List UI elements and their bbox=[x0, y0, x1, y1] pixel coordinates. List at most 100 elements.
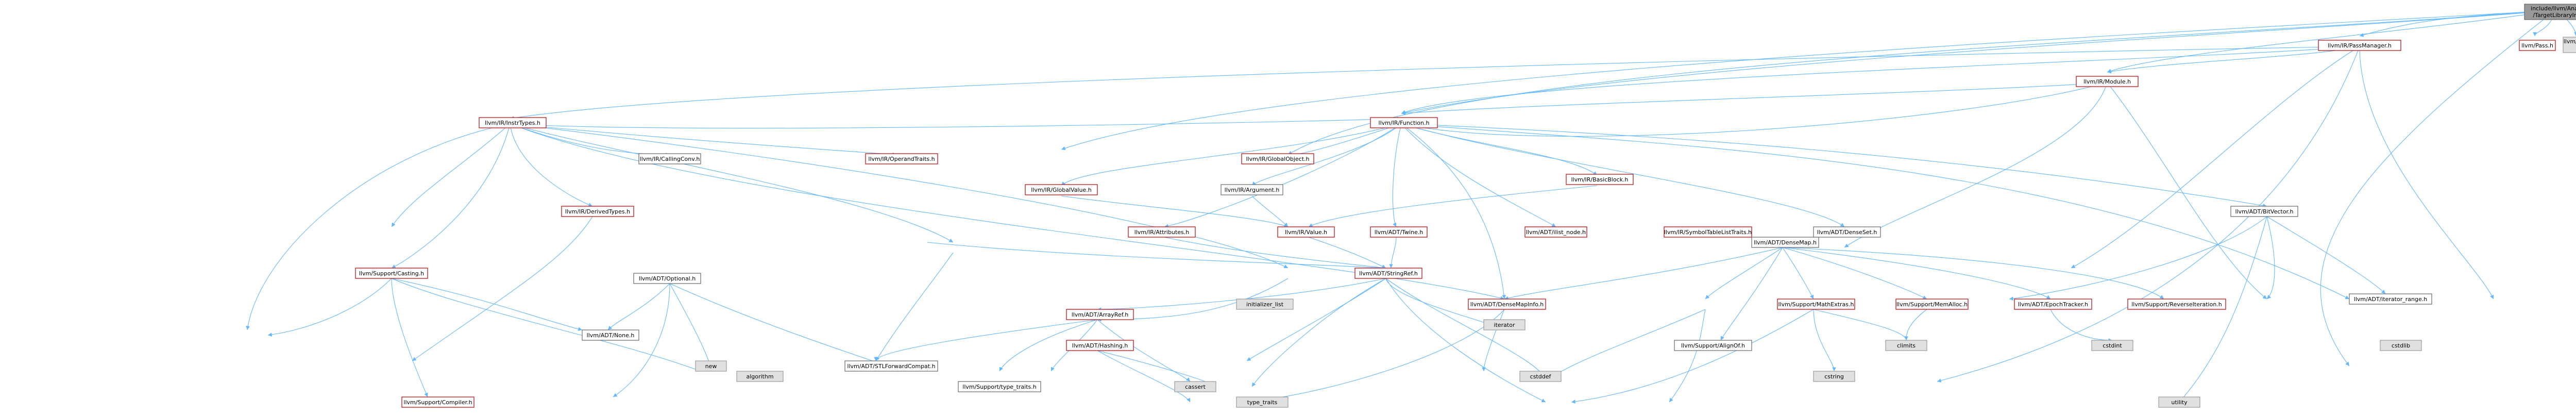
node-denseset[interactable]: llvm/ADT/DenseSet.h bbox=[1813, 226, 1881, 238]
edge bbox=[2071, 46, 2360, 269]
node-function[interactable]: llvm/IR/Function.h bbox=[1370, 117, 1438, 128]
node-alignof[interactable]: llvm/Support/AlignOf.h bbox=[1674, 340, 1752, 351]
node-globalobject[interactable]: llvm/IR/GlobalObject.h bbox=[1241, 153, 1314, 164]
edge bbox=[1251, 123, 1402, 186]
edge bbox=[1669, 309, 1706, 403]
edge bbox=[2266, 216, 2275, 300]
node-root[interactable]: include/llvm/Analysis/TargetLibraryInfo.… bbox=[2524, 4, 2576, 20]
node-label: climits bbox=[1897, 342, 1916, 349]
node-iterrange[interactable]: llvm/ADT/iterator_range.h bbox=[2349, 293, 2432, 305]
node-box bbox=[1066, 340, 1134, 351]
node-twine[interactable]: llvm/ADT/Twine.h bbox=[1370, 226, 1428, 238]
node-reverseiter[interactable]: llvm/Support/ReverseIteration.h bbox=[2127, 299, 2226, 310]
node-none[interactable]: llvm/ADT/None.h bbox=[582, 329, 639, 341]
node-box bbox=[2380, 340, 2422, 351]
node-iterator[interactable]: iterator bbox=[1483, 319, 1526, 330]
edge bbox=[2320, 10, 2556, 367]
node-insttypes[interactable]: llvm/IR/InstrTypes.h bbox=[479, 117, 547, 128]
edge bbox=[391, 278, 428, 398]
edge bbox=[1392, 123, 1402, 227]
edge bbox=[1061, 123, 1402, 186]
node-box bbox=[1813, 371, 1855, 382]
node-box bbox=[1174, 381, 1216, 392]
node-label: llvm/IR/CallingConv.h bbox=[640, 156, 700, 162]
node-module[interactable]: llvm/IR/Module.h bbox=[2076, 76, 2139, 87]
node-cstdlib[interactable]: cstdlib bbox=[2380, 340, 2422, 351]
nodes: include/llvm/Analysis/TargetLibraryInfo.… bbox=[355, 4, 2576, 408]
node-symtab[interactable]: llvm/IR/SymbolTableListTraits.h bbox=[1664, 226, 1752, 238]
edge bbox=[2107, 82, 2267, 300]
node-memalloc[interactable]: llvm/Support/MemAlloc.h bbox=[1895, 299, 1969, 310]
node-tlidef[interactable]: llvm/Analysis/TargetLibraryInfo.def bbox=[2563, 37, 2576, 53]
edge bbox=[607, 283, 670, 330]
node-cstring[interactable]: cstring bbox=[1813, 371, 1855, 382]
node-bitvector[interactable]: llvm/ADT/BitVector.h bbox=[2230, 206, 2298, 217]
node-label: llvm/IR/SymbolTableListTraits.h bbox=[1664, 229, 1752, 236]
node-cassert[interactable]: cassert bbox=[1174, 381, 1216, 392]
node-box bbox=[2230, 206, 2298, 217]
node-stringref[interactable]: llvm/ADT/StringRef.h bbox=[1354, 268, 1422, 279]
node-compiler[interactable]: llvm/Support/Compiler.h bbox=[401, 396, 474, 408]
edge bbox=[1782, 247, 1927, 300]
node-densemap[interactable]: llvm/ADT/DenseMap.h bbox=[1751, 237, 1819, 248]
node-box bbox=[1370, 117, 1438, 128]
node-box bbox=[1895, 299, 1969, 310]
node-typetraits[interactable]: llvm/Support/type_traits.h bbox=[958, 381, 1041, 392]
edge bbox=[1813, 309, 1836, 372]
node-climits[interactable]: climits bbox=[1885, 340, 1927, 351]
node-label: llvm/IR/DerivedTypes.h bbox=[565, 208, 630, 215]
node-algorithm[interactable]: algorithm bbox=[736, 371, 784, 382]
node-initlist[interactable]: initializer_list bbox=[1236, 299, 1294, 310]
node-label: cstring bbox=[1824, 373, 1844, 380]
node-utility[interactable]: utility bbox=[2158, 396, 2200, 408]
node-label: llvm/IR/GlobalValue.h bbox=[1031, 187, 1091, 193]
node-box bbox=[865, 153, 938, 164]
node-passmanager[interactable]: llvm/IR/PassManager.h bbox=[2318, 40, 2401, 51]
node-label: llvm/ADT/Optional.h bbox=[639, 275, 696, 282]
edge bbox=[510, 123, 670, 157]
node-box bbox=[1813, 226, 1881, 238]
node-epochtracker[interactable]: llvm/ADT/EpochTracker.h bbox=[2014, 299, 2092, 310]
node-cstddef[interactable]: cstddef bbox=[1519, 371, 1562, 382]
node-box bbox=[2076, 76, 2139, 87]
node-basicblock[interactable]: llvm/IR/BasicBlock.h bbox=[1566, 174, 1634, 185]
node-box bbox=[2158, 396, 2200, 408]
node-box bbox=[1483, 319, 1526, 330]
node-cstdint[interactable]: cstdint bbox=[2091, 340, 2133, 351]
node-box bbox=[958, 381, 1041, 392]
node-box bbox=[2563, 37, 2576, 53]
node-hashing[interactable]: llvm/ADT/Hashing.h bbox=[1066, 340, 1134, 351]
node-label: new bbox=[705, 363, 717, 370]
node-callingconv[interactable]: llvm/IR/CallingConv.h bbox=[638, 153, 701, 164]
node-optional[interactable]: llvm/ADT/Optional.h bbox=[633, 273, 701, 284]
node-stlforward[interactable]: llvm/ADT/STLForwardCompat.h bbox=[844, 360, 938, 372]
node-attributes[interactable]: llvm/IR/Attributes.h bbox=[1128, 226, 1196, 238]
node-casting[interactable]: llvm/Support/Casting.h bbox=[355, 268, 428, 279]
node-label: cassert bbox=[1185, 384, 1206, 390]
node-derivedtypes[interactable]: llvm/IR/DerivedTypes.h bbox=[561, 206, 634, 217]
node-ilistnode[interactable]: llvm/ADT/ilist_node.h bbox=[1524, 226, 1587, 238]
node-value[interactable]: llvm/IR/Value.h bbox=[1277, 226, 1335, 238]
node-label: llvm/IR/Argument.h bbox=[1225, 187, 1280, 193]
edge bbox=[1937, 46, 2360, 383]
edge bbox=[2050, 309, 2113, 342]
node-label: /TargetLibraryInfo.h bbox=[2533, 12, 2576, 19]
node-label: llvm/IR/Value.h bbox=[1285, 229, 1327, 236]
node-argument[interactable]: llvm/IR/Argument.h bbox=[1221, 184, 1283, 195]
node-globalvalue[interactable]: llvm/IR/GlobalValue.h bbox=[1025, 184, 1098, 195]
edge bbox=[1401, 46, 2360, 114]
edge bbox=[999, 319, 1098, 372]
edge bbox=[510, 117, 1402, 129]
node-operandtraits[interactable]: llvm/IR/OperandTraits.h bbox=[865, 153, 938, 164]
edge bbox=[1061, 195, 1289, 227]
node-pass[interactable]: llvm/Pass.h bbox=[2519, 40, 2556, 51]
node-new[interactable]: new bbox=[695, 360, 727, 372]
node-label: llvm/IR/Attributes.h bbox=[1134, 229, 1189, 236]
node-densemapinfo[interactable]: llvm/ADT/DenseMapInfo.h bbox=[1468, 299, 1546, 310]
node-label: llvm/ADT/DenseSet.h bbox=[1817, 229, 1877, 236]
node-typetraits-std[interactable]: type_traits bbox=[1236, 396, 1289, 408]
node-arrayref[interactable]: llvm/ADT/ArrayRef.h bbox=[1066, 309, 1134, 320]
edge bbox=[1401, 123, 1845, 227]
node-mathextras[interactable]: llvm/Support/MathExtras.h bbox=[1777, 299, 1855, 310]
